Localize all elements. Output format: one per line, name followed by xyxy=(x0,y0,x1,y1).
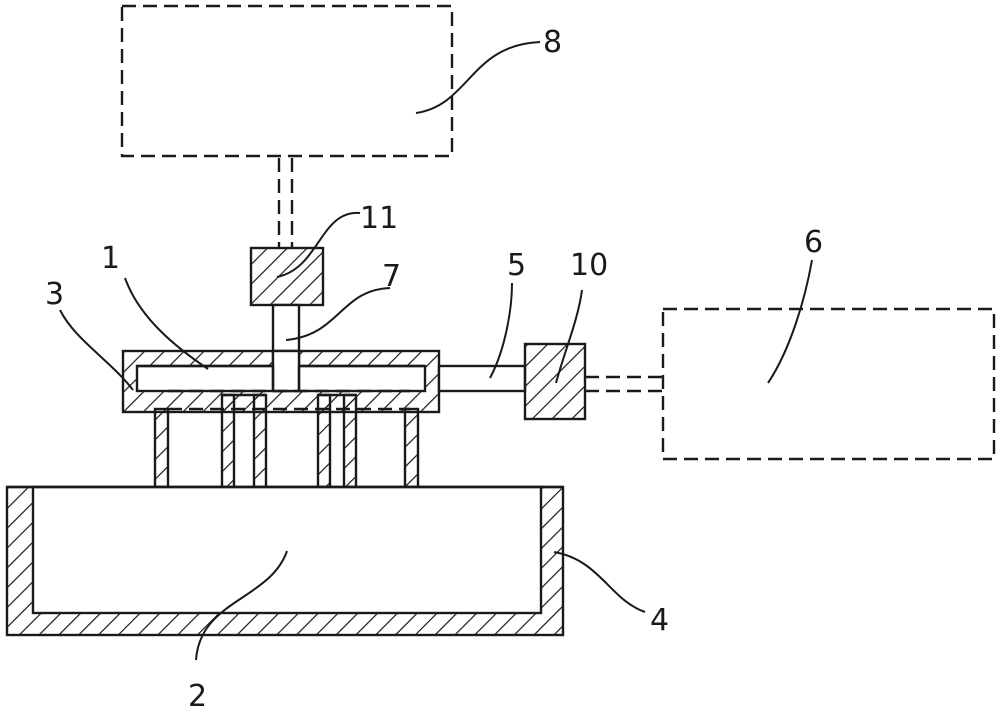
label-11: 11 xyxy=(360,201,398,236)
component-4-tank xyxy=(5,485,565,637)
label-1: 1 xyxy=(101,241,120,276)
label-8: 8 xyxy=(543,25,562,60)
leader-3 xyxy=(59,309,134,391)
leader-lines xyxy=(59,41,813,661)
leader-2 xyxy=(195,550,288,661)
label-2: 2 xyxy=(188,679,207,714)
connection-10-6 xyxy=(585,375,663,393)
label-10: 10 xyxy=(570,248,608,283)
component-8-box xyxy=(120,4,454,158)
label-4: 4 xyxy=(650,603,669,638)
component-3-frame xyxy=(121,349,441,414)
leader-8 xyxy=(415,41,541,114)
leader-11 xyxy=(276,211,361,278)
leader-4 xyxy=(553,551,646,613)
connection-8-11 xyxy=(277,158,294,248)
label-6: 6 xyxy=(804,225,823,260)
component-6-box xyxy=(661,307,996,461)
component-10-block xyxy=(523,342,587,421)
leader-1 xyxy=(124,277,209,370)
label-3: 3 xyxy=(45,277,64,312)
component-1-chamber xyxy=(153,393,420,489)
label-5: 5 xyxy=(507,248,526,283)
leader-10 xyxy=(555,289,583,384)
component-11-block xyxy=(249,246,325,307)
component-5-pipe xyxy=(437,364,527,393)
leader-5 xyxy=(489,282,513,379)
label-7: 7 xyxy=(382,259,401,294)
leader-6 xyxy=(767,259,813,384)
leader-7 xyxy=(285,287,391,341)
